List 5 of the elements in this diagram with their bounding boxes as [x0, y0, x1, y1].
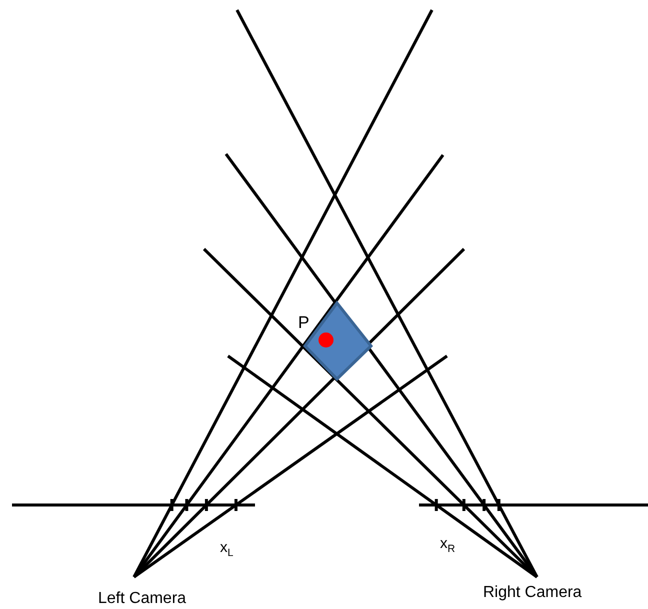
- point-label: P: [298, 314, 310, 331]
- camera-label: Right Camera: [483, 585, 582, 601]
- coordinate-label: x$_{R}$: [440, 536, 456, 554]
- coordinate-label: x$_{L}$: [220, 540, 234, 558]
- camera-label: Left Camera: [98, 591, 186, 607]
